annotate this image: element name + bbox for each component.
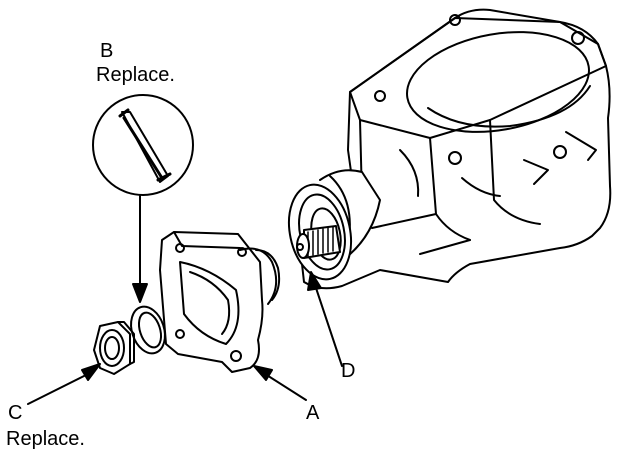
- washer: [130, 305, 166, 355]
- callout-b-letter: B: [100, 40, 114, 62]
- callout-d-letter: D: [341, 360, 356, 382]
- callout-a-letter: A: [306, 402, 320, 424]
- leader-lines: [27, 195, 343, 405]
- callout-b-note: Replace.: [96, 64, 175, 86]
- pinion-shaft-assembly: [288, 183, 352, 281]
- lock-nut: [93, 321, 135, 375]
- callout-c-note: Replace.: [6, 428, 85, 450]
- detail-view-circle: [92, 94, 194, 196]
- callout-c-letter: C: [8, 402, 23, 424]
- flange-cover: [159, 231, 281, 373]
